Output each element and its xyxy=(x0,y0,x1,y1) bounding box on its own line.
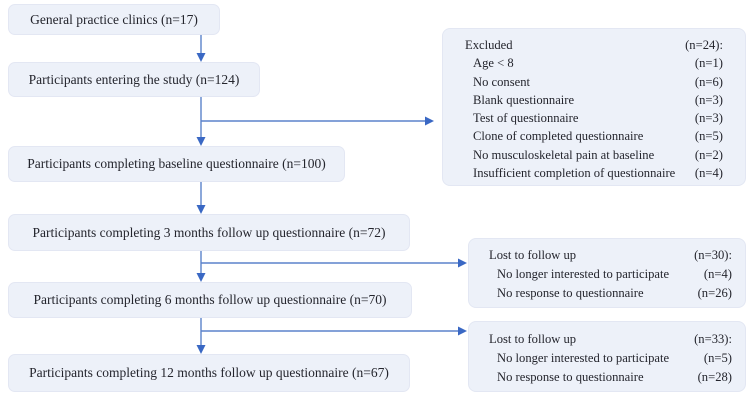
lost-row: No longer interested to participate (n=5… xyxy=(497,351,732,365)
excluded-row: Excluded (n=24): xyxy=(465,36,723,54)
arrow-baseline-to-3months xyxy=(196,182,206,214)
arrow-branch-to-lost-30 xyxy=(201,258,467,268)
lost-row: Lost to follow up (n=30): xyxy=(489,248,732,262)
excluded-row: Test of questionnaire (n=3) xyxy=(473,111,723,126)
excluded-label: Excluded xyxy=(465,38,513,52)
box-participants-entering: Participants entering the study (n=124) xyxy=(8,62,260,97)
arrow-6months-to-12months xyxy=(196,318,206,354)
box-excluded: Excluded (n=24): Age < 8 (n=1) No consen… xyxy=(442,28,746,186)
lost-row: No response to questionnaire (n=26) xyxy=(497,286,732,300)
box-lost-followup-30: Lost to follow up (n=30): No longer inte… xyxy=(468,238,746,308)
excluded-count: (n=24): xyxy=(685,38,723,52)
excluded-row: Blank questionnaire (n=3) xyxy=(473,92,723,107)
excluded-row: No consent (n=6) xyxy=(473,74,723,89)
box-12-months-followup: Participants completing 12 months follow… xyxy=(8,354,410,392)
arrow-clinics-to-entering xyxy=(196,35,206,62)
lost-row: No response to questionnaire (n=28) xyxy=(497,370,732,384)
box-baseline-questionnaire: Participants completing baseline questio… xyxy=(8,146,345,182)
arrow-branch-to-excluded xyxy=(201,116,434,126)
excluded-row: Insufficient completion of questionnaire… xyxy=(473,166,723,181)
lost-row: No longer interested to participate (n=4… xyxy=(497,267,732,281)
excluded-row: Clone of completed questionnaire (n=5) xyxy=(473,129,723,144)
lost-row: Lost to follow up (n=33): xyxy=(489,332,732,346)
excluded-row: Age < 8 (n=1) xyxy=(473,56,723,71)
box-general-practice-clinics: General practice clinics (n=17) xyxy=(8,4,220,35)
box-3-months-followup: Participants completing 3 months follow … xyxy=(8,214,410,251)
box-lost-followup-33: Lost to follow up (n=33): No longer inte… xyxy=(468,321,746,392)
excluded-row: No musculoskeletal pain at baseline (n=2… xyxy=(473,147,723,162)
arrow-branch-to-lost-33 xyxy=(201,326,467,336)
box-6-months-followup: Participants completing 6 months follow … xyxy=(8,282,412,318)
arrow-3months-to-6months xyxy=(196,251,206,282)
arrow-entering-to-baseline xyxy=(196,97,206,146)
